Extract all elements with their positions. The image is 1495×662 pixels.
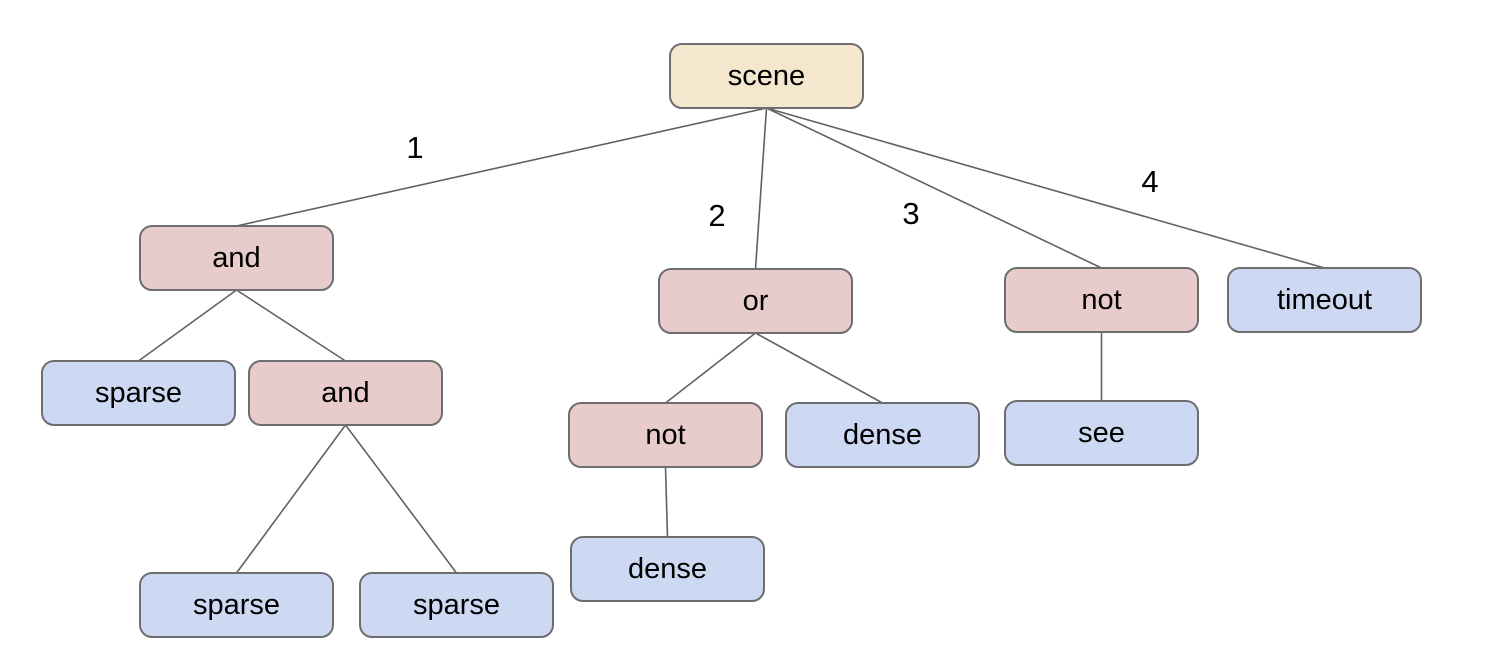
node-dense-2: dense <box>570 536 765 602</box>
edge-and-2-sparse-3 <box>344 424 458 574</box>
node-or-1: or <box>658 268 853 334</box>
edge-not-2-dense-2 <box>664 466 669 538</box>
edge-scene-and-1 <box>236 107 767 227</box>
edge-scene-timeout-1 <box>766 107 1325 269</box>
node-and-1: and <box>139 225 334 291</box>
edge-scene-not-1 <box>766 107 1102 269</box>
node-not-1: not <box>1004 267 1199 333</box>
node-sparse-1: sparse <box>41 360 236 426</box>
edge-label-1: 1 <box>406 130 424 165</box>
edge-and-2-sparse-2 <box>235 424 347 574</box>
edge-label-2: 2 <box>708 198 726 233</box>
node-sparse-2: sparse <box>139 572 334 638</box>
edge-label-4: 4 <box>1141 164 1159 199</box>
node-sparse-3: sparse <box>359 572 554 638</box>
edge-and-1-and-2 <box>236 289 346 362</box>
edge-or-1-not-2 <box>665 332 756 404</box>
node-timeout-1: timeout <box>1227 267 1422 333</box>
node-scene: scene <box>669 43 864 109</box>
node-and-2: and <box>248 360 443 426</box>
node-not-2: not <box>568 402 763 468</box>
edge-scene-or-1 <box>754 107 768 270</box>
edge-or-1-dense-1 <box>755 332 883 404</box>
edge-and-1-sparse-1 <box>138 289 237 362</box>
node-dense-1: dense <box>785 402 980 468</box>
edge-label-3: 3 <box>902 196 920 231</box>
node-see-1: see <box>1004 400 1199 466</box>
